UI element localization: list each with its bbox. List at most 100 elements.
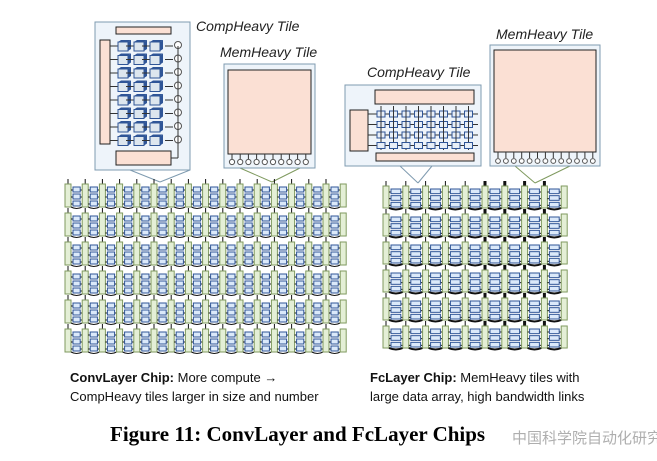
compheavy-tile — [449, 201, 461, 208]
port-circle — [542, 158, 549, 164]
compheavy-tile — [410, 335, 422, 341]
memheavy-tile — [64, 183, 72, 208]
compheavy-tile — [124, 222, 133, 229]
port-circle — [558, 158, 565, 164]
link — [70, 351, 83, 354]
compheavy-tile — [278, 244, 288, 251]
compheavy-tile — [313, 309, 322, 316]
compheavy-tile — [296, 287, 305, 294]
compheavy-tile — [278, 280, 288, 287]
compheavy-tile — [390, 201, 402, 208]
convlayer-caption-line2: CompHeavy tiles larger in size and numbe… — [70, 389, 319, 404]
compheavy-tile — [430, 285, 441, 292]
memheavy-tile — [202, 212, 210, 237]
compheavy-tile — [244, 251, 253, 258]
compheavy-tile — [141, 244, 150, 251]
compheavy-tile — [469, 341, 481, 348]
compheavy-tile — [106, 302, 116, 309]
compheavy-tile — [106, 280, 116, 287]
pe-bevel — [134, 134, 147, 137]
memheavy-tile — [133, 212, 141, 237]
memheavy-tile — [202, 183, 210, 208]
link — [173, 235, 186, 238]
memheavy-tile — [521, 269, 529, 293]
compheavy-tile — [548, 279, 560, 285]
memheavy-tile — [481, 185, 489, 209]
compheavy-tile — [509, 328, 521, 335]
tile-buffer — [115, 26, 172, 35]
compheavy-tile — [430, 244, 441, 251]
compheavy-tile — [106, 287, 116, 294]
compheavy-tile — [489, 244, 501, 251]
pe-block — [149, 95, 161, 106]
compheavy-tile — [141, 338, 150, 345]
compheavy-tile — [390, 272, 402, 279]
compheavy-tile — [175, 287, 184, 294]
link — [208, 235, 221, 238]
memheavy-tile — [98, 183, 106, 208]
memheavy-tile — [270, 299, 278, 324]
compheavy-tile — [330, 331, 339, 338]
compheavy-tile — [141, 287, 150, 294]
compheavy-tile — [430, 279, 441, 285]
compheavy-tile — [390, 328, 402, 335]
link — [527, 319, 542, 323]
compheavy-tile — [449, 244, 461, 251]
compheavy-tile — [124, 302, 133, 309]
compheavy-tile — [72, 258, 81, 265]
link — [87, 264, 100, 267]
compheavy-tile — [313, 302, 322, 309]
link — [122, 206, 135, 209]
pe-block — [149, 136, 161, 146]
link — [173, 264, 186, 267]
compheavy-tile — [509, 307, 521, 313]
compheavy-tile — [124, 215, 133, 222]
link — [328, 235, 341, 238]
memheavy-tile — [184, 328, 192, 353]
link — [208, 322, 221, 325]
compheavy-tile — [489, 229, 501, 236]
memheavy-tile — [253, 241, 261, 266]
compheavy-tile — [529, 313, 540, 320]
compheavy-tile — [390, 313, 402, 320]
compheavy-tile — [313, 345, 322, 352]
compheavy-tile — [227, 316, 236, 323]
memheavy-tile — [305, 299, 313, 324]
link — [87, 235, 100, 238]
compheavy-tile — [227, 200, 236, 207]
compheavy-tile — [529, 300, 540, 307]
compheavy-tile — [548, 300, 560, 307]
memheavy-tile — [305, 328, 313, 353]
pe-block — [439, 142, 448, 149]
link — [156, 264, 169, 267]
link — [448, 263, 463, 267]
compheavy-tile — [210, 222, 219, 229]
compheavy-tile — [158, 229, 167, 236]
link — [259, 235, 272, 238]
memheavy-tile — [98, 270, 106, 295]
compheavy-tile — [330, 244, 339, 251]
compheavy-tile — [410, 328, 422, 335]
compheavy-tile — [313, 251, 322, 258]
compheavy-tile — [261, 215, 270, 222]
compheavy-tile — [509, 188, 521, 195]
link — [311, 293, 324, 296]
memheavy-tile — [98, 299, 106, 324]
compheavy-tile — [430, 328, 441, 335]
link — [311, 264, 324, 267]
compheavy-tile — [449, 335, 461, 341]
link — [277, 293, 289, 296]
compheavy-tile — [449, 272, 461, 279]
compheavy-tile — [509, 216, 521, 223]
compheavy-tile — [244, 222, 253, 229]
tile-buffer — [349, 109, 369, 152]
memheavy-tile — [339, 212, 347, 237]
compheavy-tile — [330, 215, 339, 222]
compheavy-tile — [210, 215, 219, 222]
link — [139, 235, 152, 238]
memheavy-tile — [382, 241, 390, 265]
compheavy-tile — [210, 193, 219, 200]
port-circle — [302, 158, 309, 166]
